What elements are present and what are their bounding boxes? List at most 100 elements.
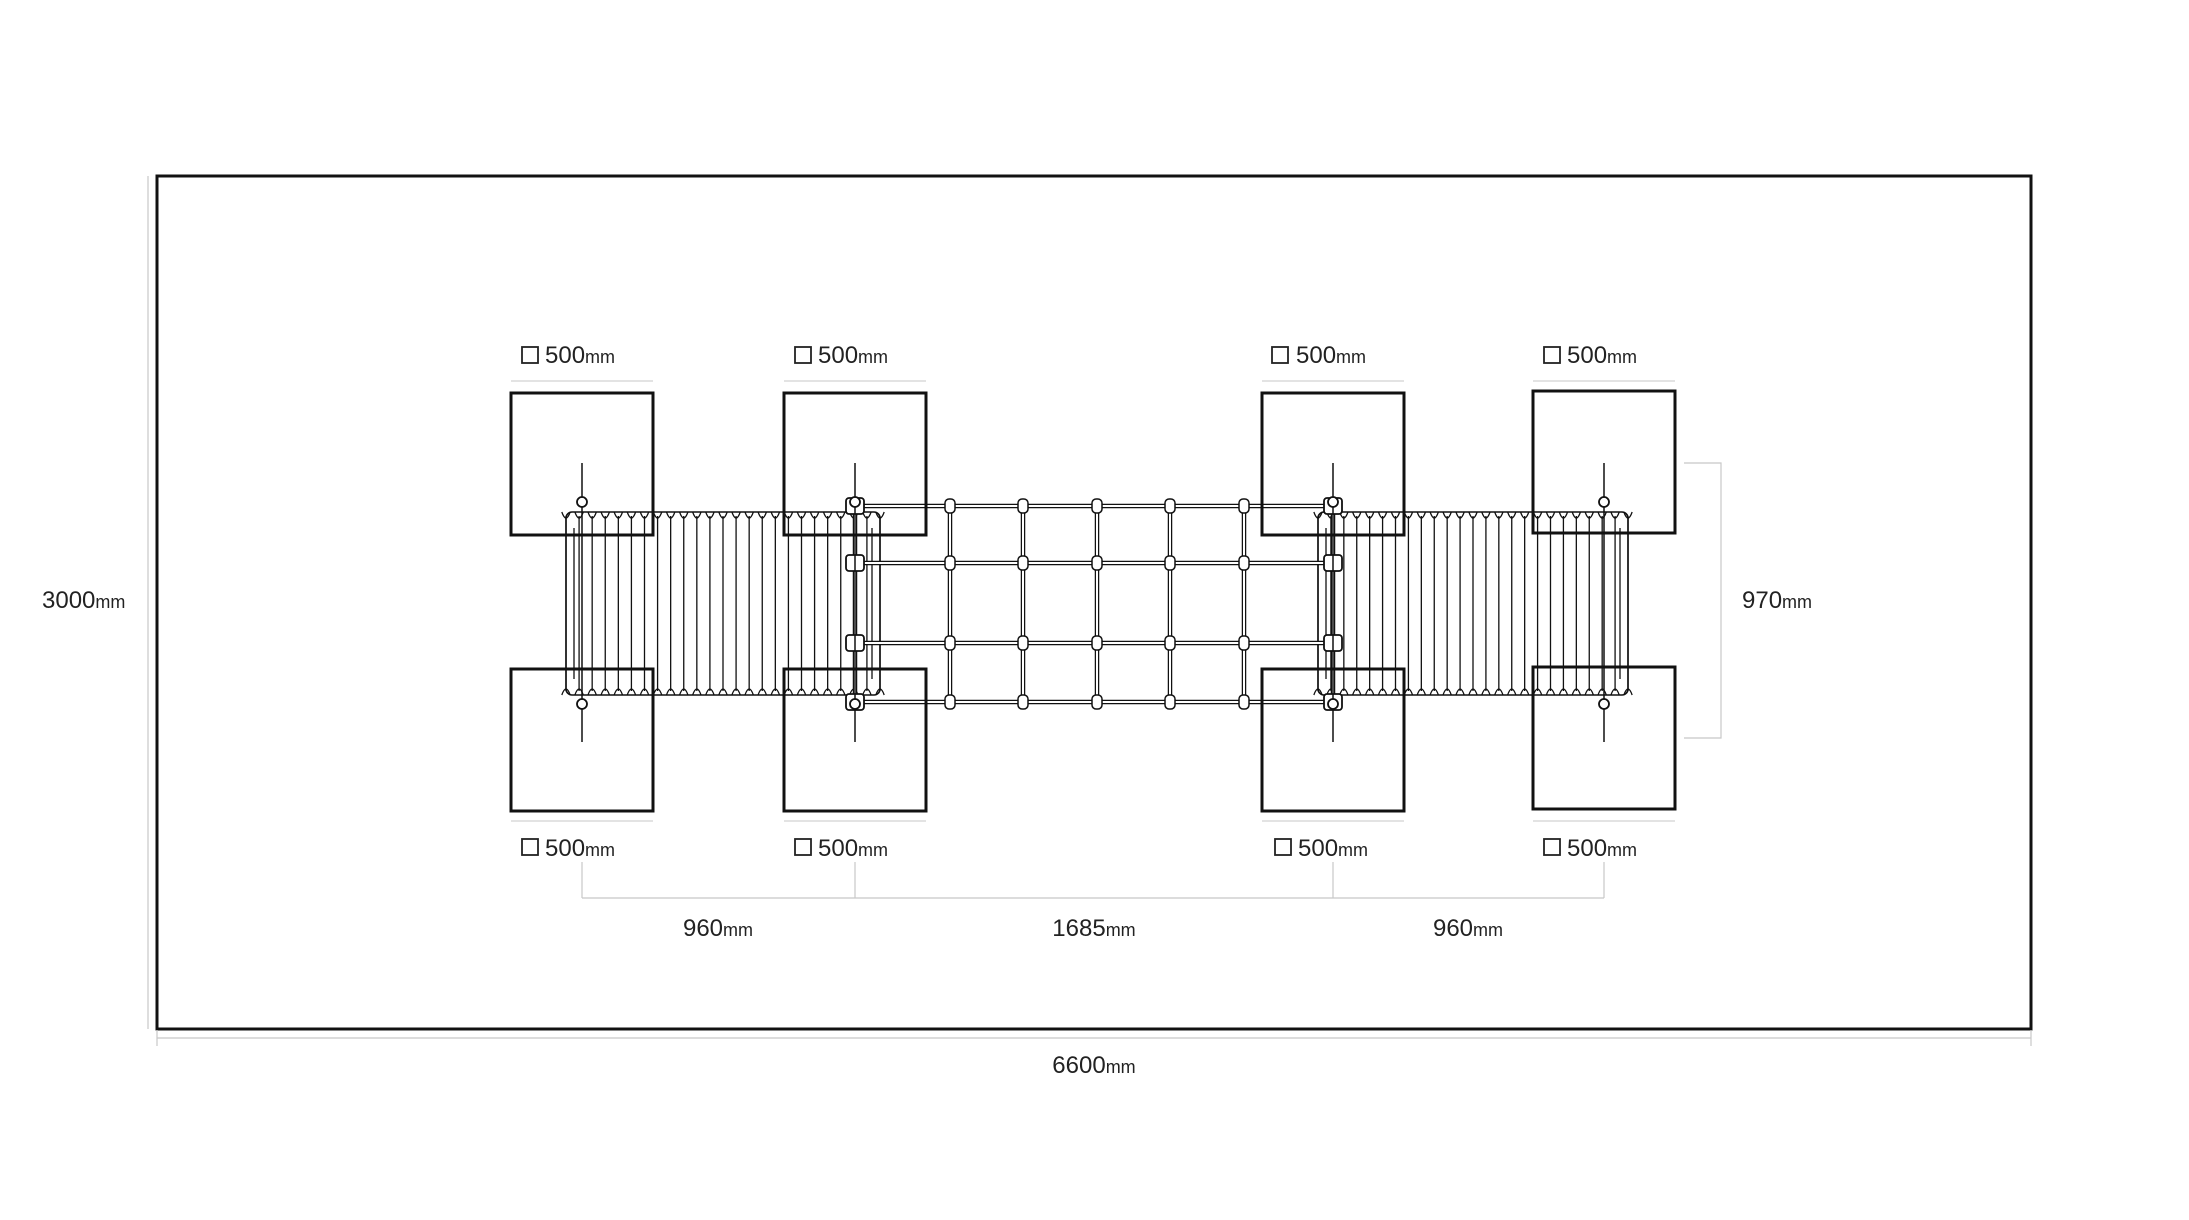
post-cap	[1327, 698, 1339, 710]
bridge-notch	[822, 688, 833, 696]
footing-gap-label: 970mm	[1742, 587, 1812, 614]
bridge-notch	[809, 688, 820, 696]
footing-label-top-3: 500mm	[1271, 342, 1366, 369]
net-knot	[1238, 498, 1250, 514]
net-knot	[1238, 555, 1250, 571]
span-left-label: 960mm	[683, 915, 753, 942]
square-icon	[1274, 838, 1292, 856]
bridge-notch	[1416, 511, 1427, 519]
bridge-notch	[1377, 688, 1388, 696]
bridge-notch	[1623, 511, 1633, 519]
bridge-notch	[1442, 688, 1452, 696]
bridge-notch	[1390, 688, 1401, 696]
bridge-notch	[1352, 688, 1362, 696]
suspension-bridge-right	[1313, 511, 1633, 696]
bridge-notch	[1610, 688, 1620, 696]
bridge-notch	[1442, 511, 1452, 519]
svg-text:500mm: 500mm	[545, 835, 615, 862]
bridge-notch	[613, 688, 624, 696]
bridge-notch	[665, 688, 676, 696]
bridge-notch	[626, 688, 637, 696]
post-cap	[849, 698, 861, 710]
bridge-notch	[1584, 688, 1594, 696]
net-knot	[1238, 694, 1250, 710]
post-cap	[849, 496, 861, 508]
bridge-notch	[1623, 688, 1633, 696]
bridge-notch	[1339, 688, 1349, 696]
overall-width-label: 6600mm	[1052, 1052, 1135, 1079]
bridge-notch	[1571, 511, 1582, 519]
footing-label-top-4: 500mm	[1543, 342, 1637, 369]
svg-text:500mm: 500mm	[545, 342, 615, 369]
bridge-notch	[1494, 511, 1504, 519]
bridge-notch	[1390, 511, 1401, 519]
bridge-notch	[678, 688, 689, 696]
net-knot	[1164, 694, 1176, 710]
square-icon	[521, 346, 539, 364]
svg-text:500mm: 500mm	[1567, 342, 1637, 369]
bridge-notch	[718, 688, 728, 696]
bridge-notch	[1352, 511, 1362, 519]
bridge-notch	[757, 511, 768, 519]
bridge-notch	[809, 511, 820, 519]
bridge-notch	[561, 511, 571, 519]
bridge-notch	[1507, 688, 1517, 696]
bridge-notch	[1313, 688, 1323, 696]
net-knot	[1017, 694, 1029, 710]
bridge-notch	[1558, 511, 1569, 519]
svg-text:500mm: 500mm	[1296, 342, 1366, 369]
bridge-notch	[1416, 688, 1427, 696]
footing-label-bottom-1: 500mm	[521, 835, 615, 862]
bridge-notch	[757, 688, 768, 696]
square-icon	[1543, 838, 1561, 856]
footing-label-bottom-3: 500mm	[1274, 835, 1368, 862]
bridge-notch	[600, 511, 611, 519]
bridge-notch	[835, 688, 846, 696]
bridge-notch	[1364, 688, 1375, 696]
suspension-bridge-left	[561, 511, 885, 696]
bridge-notch	[1455, 688, 1465, 696]
net-knot	[1164, 635, 1176, 651]
footing-gap-dim-bracket	[1684, 462, 1722, 739]
bridge-notch	[731, 511, 741, 519]
net-knot	[1091, 555, 1103, 571]
net-knot	[1238, 635, 1250, 651]
post-cap	[1327, 496, 1339, 508]
bridge-notch	[1429, 511, 1439, 519]
bridge-notch	[678, 511, 689, 519]
bridge-notch	[1468, 511, 1478, 519]
bridge-notch	[796, 688, 807, 696]
bridge-notch	[1455, 511, 1465, 519]
bridge-notch	[1519, 688, 1530, 696]
bridge-notch	[1364, 511, 1375, 519]
bridge-notch	[1494, 688, 1504, 696]
square-icon	[1271, 346, 1289, 364]
svg-text:500mm: 500mm	[818, 835, 888, 862]
bridge-notch	[1571, 688, 1582, 696]
overall-height-label: 3000mm	[42, 587, 125, 614]
bridge-notch	[1429, 688, 1439, 696]
svg-text:500mm: 500mm	[818, 342, 888, 369]
bridge-notch	[665, 511, 676, 519]
span-center-label: 1685mm	[1052, 915, 1135, 942]
site-boundary	[155, 174, 2033, 1031]
bridge-notch	[600, 688, 611, 696]
square-icon	[794, 838, 812, 856]
square-icon	[794, 346, 812, 364]
span-dim-chain	[581, 862, 1605, 899]
footing-label-top-1: 500mm	[521, 342, 615, 369]
post-cap	[576, 698, 588, 710]
bridge-notch	[1597, 688, 1607, 696]
net-knot	[944, 635, 956, 651]
bridge-notch	[822, 511, 833, 519]
bridge-notch	[744, 688, 754, 696]
footing-label-top-2: 500mm	[794, 342, 888, 369]
bridge-notch	[1610, 511, 1620, 519]
bridge-notch	[1313, 511, 1323, 519]
bridge-notch	[796, 511, 807, 519]
climbing-net-center	[845, 497, 1343, 711]
bridge-notch	[875, 688, 885, 696]
bridge-notch	[561, 688, 571, 696]
bridge-notch	[731, 688, 741, 696]
posts	[576, 463, 1610, 742]
